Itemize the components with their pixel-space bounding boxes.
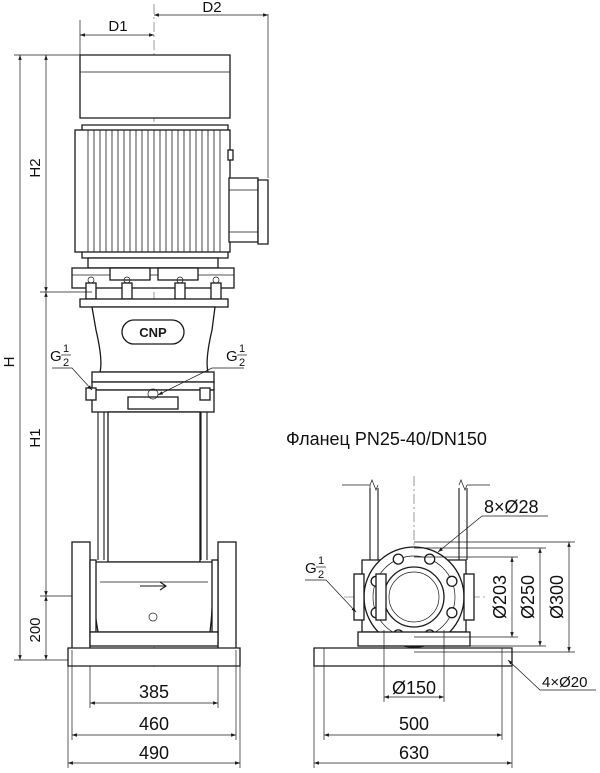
dim-460: 460 [139, 714, 169, 734]
dim-holes-base: 4×Ø20 [542, 674, 587, 691]
motor-bottom-band [87, 257, 219, 269]
motor-cap [79, 54, 231, 119]
port-label-right: G 1 2 [157, 343, 247, 396]
dim-h2: H2 [27, 158, 44, 177]
pump-base-housing [92, 561, 214, 633]
svg-text:1: 1 [239, 343, 245, 355]
dim-500: 500 [399, 714, 429, 734]
dim-h1: H1 [27, 428, 44, 447]
side-base-plate [313, 647, 513, 667]
motor-cooling-fins [87, 130, 221, 252]
bolt-hole [424, 553, 436, 565]
dim-d1: D1 [108, 18, 127, 35]
dim-d2: D2 [202, 0, 221, 16]
svg-text:2: 2 [318, 569, 324, 581]
drain-plug [148, 612, 158, 622]
logo-text: CNP [139, 325, 167, 340]
outer-sleeve [107, 411, 201, 563]
dim-dia300: Ø300 [547, 575, 567, 619]
front-view: CNP D1 [1, 0, 269, 768]
dim-holes-flange: 8×Ø28 [484, 497, 539, 517]
dim-dia150: Ø150 [392, 678, 436, 698]
svg-text:1: 1 [63, 343, 69, 355]
svg-text:2: 2 [63, 357, 69, 369]
svg-text:G: G [50, 348, 62, 365]
flange-title: Фланец PN25-40/DN150 [286, 429, 487, 449]
suction-flange [71, 541, 91, 651]
port-label-left: G 1 2 [50, 343, 93, 391]
dim-630: 630 [399, 743, 429, 763]
svg-text:1: 1 [318, 555, 324, 567]
pump-foot [89, 631, 219, 647]
upper-plate [91, 371, 215, 383]
terminal-box [228, 177, 259, 243]
svg-text:2: 2 [239, 357, 245, 369]
dim-dia250: Ø250 [518, 575, 538, 619]
dim-dia203: Ø203 [490, 575, 510, 619]
coupling-plate [79, 298, 229, 308]
motor-frame [74, 129, 231, 253]
dim-490: 490 [139, 743, 169, 763]
dim-385: 385 [139, 682, 169, 702]
base-plate [67, 647, 241, 667]
bolt-hole [446, 607, 458, 619]
svg-text:G: G [226, 348, 238, 365]
side-view: Ø203 Ø250 Ø300 8×Ø28 G 1 2 Ø150 500 630 [305, 476, 596, 768]
dim-h: H [1, 357, 18, 368]
bolt-hole [446, 575, 458, 587]
flange-bore [383, 566, 445, 628]
cnp-logo: CNP [121, 319, 185, 345]
port-label-side: G 1 2 [305, 555, 357, 613]
flow-arrow [140, 581, 167, 591]
svg-text:G: G [305, 560, 317, 577]
bolt-hole [392, 553, 404, 565]
discharge-flange [217, 541, 237, 651]
dim-200: 200 [27, 617, 44, 642]
